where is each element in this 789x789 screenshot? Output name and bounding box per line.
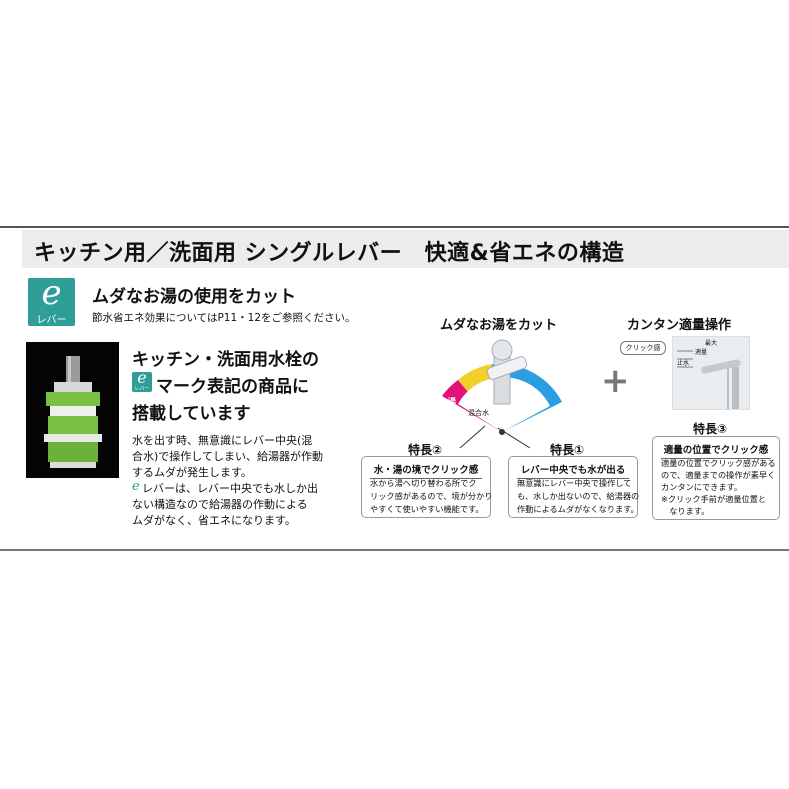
header-band bbox=[22, 230, 789, 268]
body-line: 水を出す時、無意識にレバー中央(混 bbox=[132, 434, 313, 447]
feature3-heading: 適量の位置でクリック感 bbox=[661, 442, 771, 459]
feature1-line: も、水しか出ないので、給湯器の bbox=[517, 491, 640, 501]
e-lever-logo: e レバー bbox=[28, 273, 75, 326]
feature2-line: やすくて使いやすい機能です。 bbox=[370, 504, 484, 514]
feature2-heading: 水・湯の境でクリック感 bbox=[370, 462, 482, 479]
pointer-lines bbox=[459, 425, 531, 449]
cartridge-photo bbox=[26, 342, 119, 478]
level-optimal: 適量 bbox=[695, 349, 708, 356]
feature1-line: 無意識にレバー中央で操作して bbox=[517, 478, 632, 488]
body-line: レバーは、レバー中央でも水しか出 bbox=[142, 482, 318, 495]
feature1-box: レバー中央でも水が出る 無意識にレバー中央で操作して も、水しか出ないので、給湯… bbox=[508, 456, 640, 518]
feature1-heading: レバー中央でも水が出る bbox=[517, 462, 629, 479]
zone-hot-label: 湯 bbox=[448, 397, 456, 406]
logo-letter: e bbox=[41, 273, 62, 313]
feature1-label: 特長① bbox=[550, 443, 585, 457]
body-line: 合水)で操作してしまい、給湯器が作動 bbox=[132, 450, 323, 463]
feature2-label: 特長② bbox=[408, 443, 443, 457]
e-lever-mini-logo: e レバー bbox=[132, 368, 152, 392]
feature3-label: 特長③ bbox=[693, 422, 728, 436]
bottom-rule bbox=[0, 549, 789, 551]
zone-mix-label: 混合水 bbox=[468, 409, 489, 417]
e-lever-inline-letter: e bbox=[132, 479, 140, 494]
click-tag: クリック感 bbox=[620, 341, 666, 355]
diagram-left-title: ムダなお湯をカット bbox=[440, 318, 558, 333]
body-line: ムダがなく、省エネになります。 bbox=[132, 514, 296, 527]
feature3-line: ので、適量までの操作が素早く bbox=[661, 470, 776, 480]
feature3-line: ※クリック手前が適量位置と bbox=[661, 494, 767, 504]
logo-caption: レバー bbox=[36, 315, 67, 326]
mini-logo-letter: e bbox=[137, 368, 147, 387]
feature2-box: 水・湯の境でクリック感 水から湯へ切り替わる所でク リック感があるので、境が分か… bbox=[361, 456, 493, 518]
diagram-right-title: カンタン適量操作 bbox=[627, 318, 732, 333]
mini-logo-caption: レバー bbox=[134, 386, 150, 392]
body-line: ない構造なので給湯器の作動による bbox=[132, 498, 308, 511]
feature-headline-3: 搭載しています bbox=[132, 404, 251, 424]
feature2-line: 水から湯へ切り替わる所でク bbox=[370, 478, 477, 488]
body-line: するムダが発生します。 bbox=[132, 466, 252, 479]
top-rule bbox=[0, 226, 789, 228]
level-max: 最大 bbox=[705, 340, 718, 347]
feature3-line: なります。 bbox=[661, 506, 710, 516]
feature3-line: 適量の位置でクリック感がある bbox=[661, 458, 776, 468]
feature1-line: 作動によるムダがなくなります。 bbox=[517, 504, 639, 514]
lever-zone-diagram bbox=[442, 339, 562, 435]
intro-note: 節水省エネ効果についてはP11・12をご参照ください。 bbox=[92, 312, 356, 324]
plus-sign: + bbox=[601, 361, 630, 401]
feature-headline-1: キッチン・洗面用水栓の bbox=[132, 350, 319, 370]
page-title: キッチン用／洗面用 シングルレバー 快適&省エネの構造 bbox=[34, 241, 625, 266]
feature3-box: 適量の位置でクリック感 適量の位置でクリック感がある ので、適量までの操作が素早… bbox=[652, 436, 780, 520]
faucet-photo bbox=[672, 336, 750, 410]
zone-water-label: 水 bbox=[520, 409, 528, 418]
feature2-line: リック感があるので、境が分かり bbox=[370, 491, 493, 501]
feature3-line: カンタンにできます。 bbox=[661, 482, 743, 492]
intro-heading: ムダなお湯の使用をカット bbox=[92, 287, 296, 307]
level-stop: 止水 bbox=[677, 360, 690, 367]
feature-headline-2: マーク表記の商品に bbox=[156, 377, 309, 397]
